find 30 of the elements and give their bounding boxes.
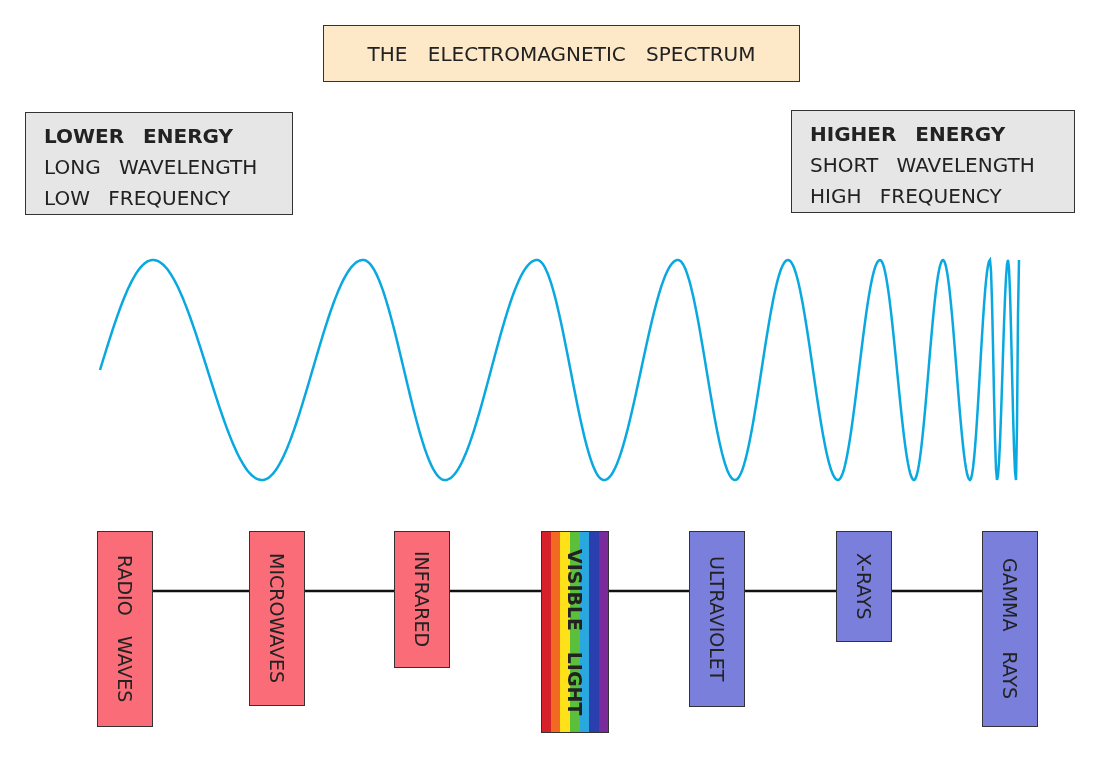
info-text: SHORT WAVELENGTH — [810, 152, 1036, 179]
band-box — [249, 531, 305, 706]
band-label: VISIBLE LIGHT — [564, 548, 586, 716]
band-label: MICROWAVES — [266, 553, 288, 684]
band-box — [97, 531, 153, 727]
info-heading: HIGHER ENERGY — [810, 121, 1007, 148]
band-label: ULTRAVIOLET — [706, 556, 728, 682]
connector-line — [305, 589, 394, 593]
band-box — [836, 531, 892, 642]
band-box — [982, 531, 1038, 727]
band-label: INFRARED — [411, 551, 433, 648]
connector-line — [450, 589, 541, 593]
connector-line — [892, 589, 982, 593]
connector-line — [153, 589, 249, 593]
title-box — [323, 25, 800, 82]
band-box — [689, 531, 745, 707]
title-text: THE ELECTROMAGNETIC SPECTRUM — [367, 41, 756, 66]
info-text: LOW FREQUENCY — [44, 185, 232, 212]
band-label: RADIO WAVES — [114, 555, 136, 703]
band-label: GAMMA RAYS — [999, 558, 1021, 700]
band-label: X-RAYS — [853, 553, 875, 620]
connector-line — [745, 589, 836, 593]
connector-line — [609, 589, 689, 593]
band-box — [394, 531, 450, 668]
info-box — [25, 112, 293, 215]
info-heading: LOWER ENERGY — [44, 123, 235, 150]
info-text: LONG WAVELENGTH — [44, 154, 259, 181]
info-text: HIGH FREQUENCY — [810, 183, 1003, 210]
info-box — [791, 110, 1075, 213]
band-box — [541, 531, 609, 733]
